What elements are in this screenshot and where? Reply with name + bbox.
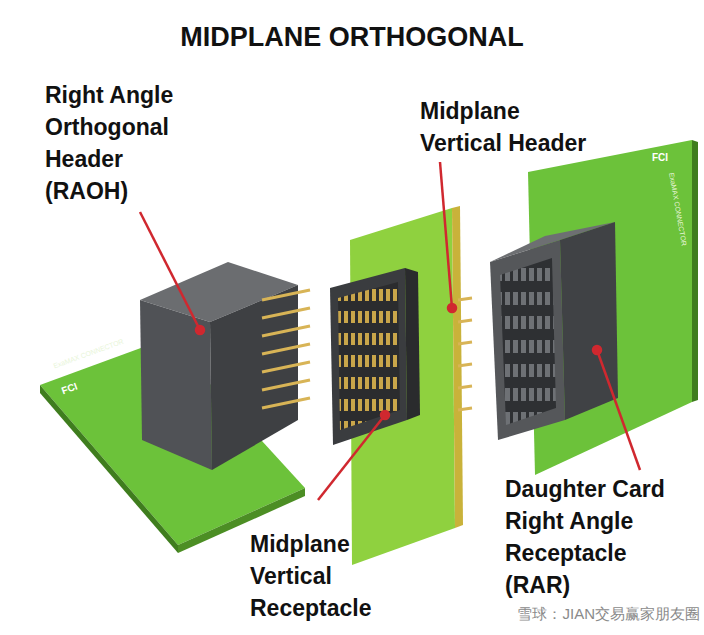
part-label: Right Angle Orthogonal Header (RAOH) xyxy=(45,79,195,207)
connector-face xyxy=(490,240,565,440)
connector-body xyxy=(330,268,407,445)
part-label: Midplane Vertical Header xyxy=(420,95,598,159)
gold-pins xyxy=(458,298,472,410)
diagram-title: MIDPLANE ORTHOGONAL xyxy=(0,20,704,54)
connector-face xyxy=(560,222,618,420)
watermark: 雪球：JIAN交易赢家朋友圈 xyxy=(430,604,700,624)
logo-text: FCI xyxy=(652,152,682,164)
connector-face xyxy=(140,300,212,470)
part-label: Midplane Vertical Receptacle xyxy=(250,528,385,624)
pin-rows xyxy=(338,282,400,430)
gold-pins xyxy=(262,290,310,408)
connector-side xyxy=(405,268,420,420)
part-label: Daughter Card Right Angle Receptacle (RA… xyxy=(505,473,675,601)
pcb-edge xyxy=(692,140,698,402)
leader-lines xyxy=(140,162,640,500)
slot-rows xyxy=(500,258,556,425)
